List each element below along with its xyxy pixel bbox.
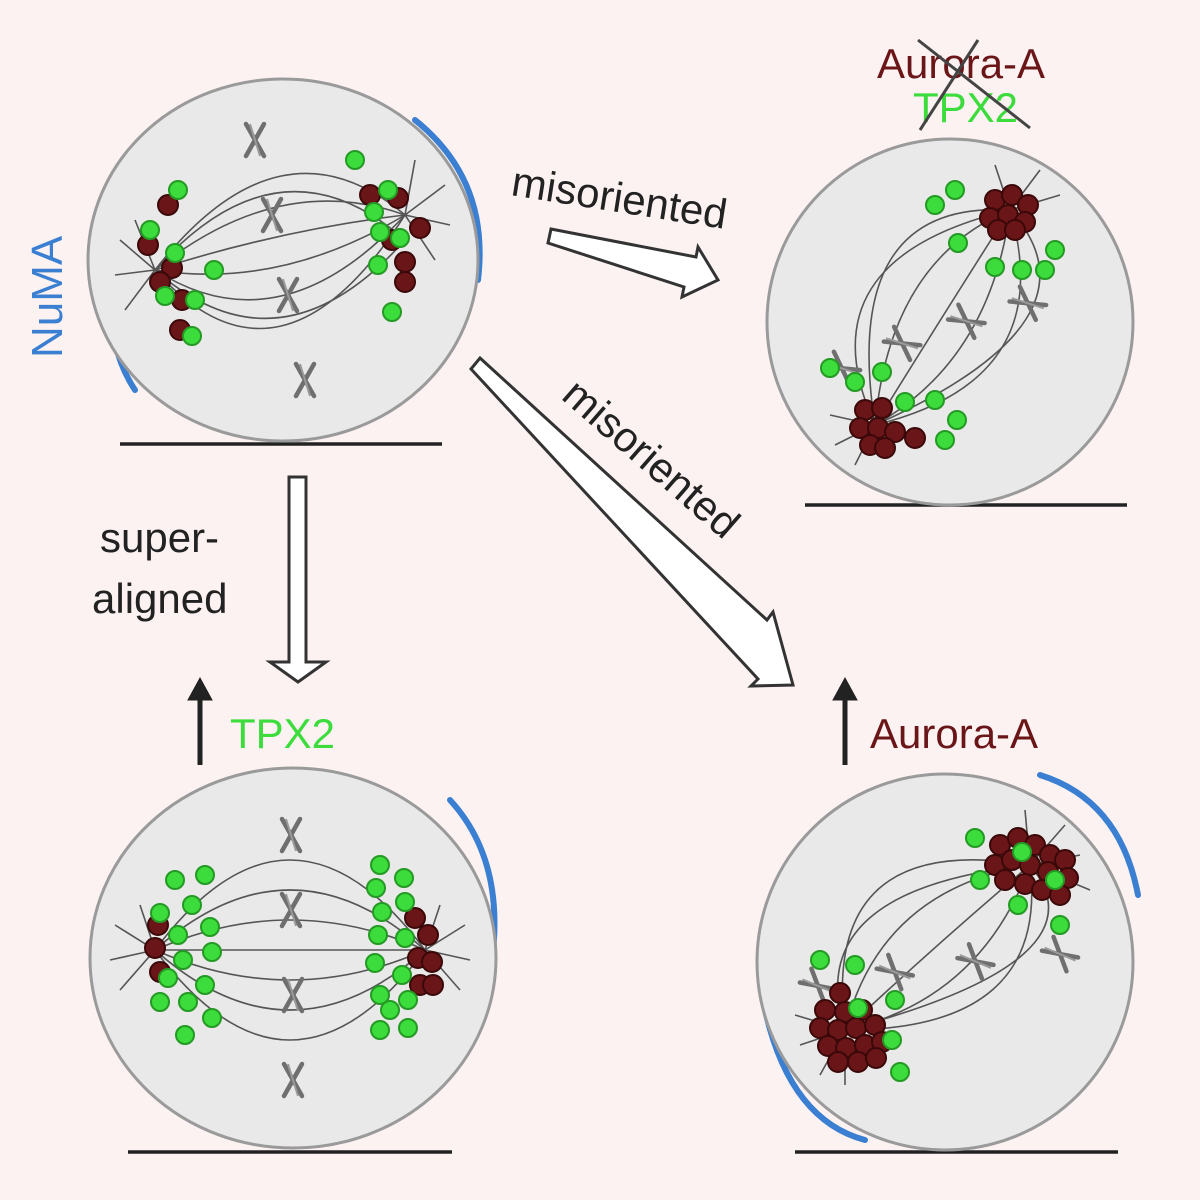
aurora-a-up-label: Aurora-A bbox=[870, 710, 1038, 757]
hollow-arrow-icon bbox=[265, 475, 331, 684]
tpx2-dots bbox=[140, 150, 410, 346]
aurora-a-clusters bbox=[849, 184, 1039, 459]
tpx2-dots bbox=[150, 855, 418, 1045]
up-arrow-icon bbox=[832, 676, 858, 765]
cross-out-icon bbox=[917, 38, 1031, 131]
aurora-a-dots bbox=[144, 907, 444, 996]
cell-aurora-tpx2-loss bbox=[765, 137, 1135, 507]
tpx2-dots bbox=[820, 180, 1065, 450]
tpx2-up-label: TPX2 bbox=[230, 710, 335, 757]
cell-aurora-up bbox=[755, 772, 1141, 1152]
misoriented-label-top: misoriented bbox=[509, 157, 731, 237]
tpx2-dots bbox=[810, 828, 1070, 1082]
cell-tpx2-up bbox=[88, 766, 498, 1150]
cell-reference bbox=[86, 77, 483, 443]
super-label: super- bbox=[100, 514, 219, 561]
up-arrow-icon bbox=[187, 676, 213, 765]
numa-label: NuMA bbox=[23, 235, 72, 358]
cell-body bbox=[88, 766, 498, 1150]
aurora-a-dots bbox=[137, 184, 431, 341]
aligned-label: aligned bbox=[92, 575, 227, 622]
tpx2-label-crossed: TPX2 bbox=[913, 84, 1018, 131]
hollow-arrow-icon bbox=[469, 355, 795, 688]
aurora-a-label-crossed: Aurora-A bbox=[877, 40, 1045, 87]
cell-body bbox=[86, 77, 480, 443]
ground-lines bbox=[120, 442, 1127, 1154]
hollow-arrow-icon bbox=[546, 227, 721, 300]
